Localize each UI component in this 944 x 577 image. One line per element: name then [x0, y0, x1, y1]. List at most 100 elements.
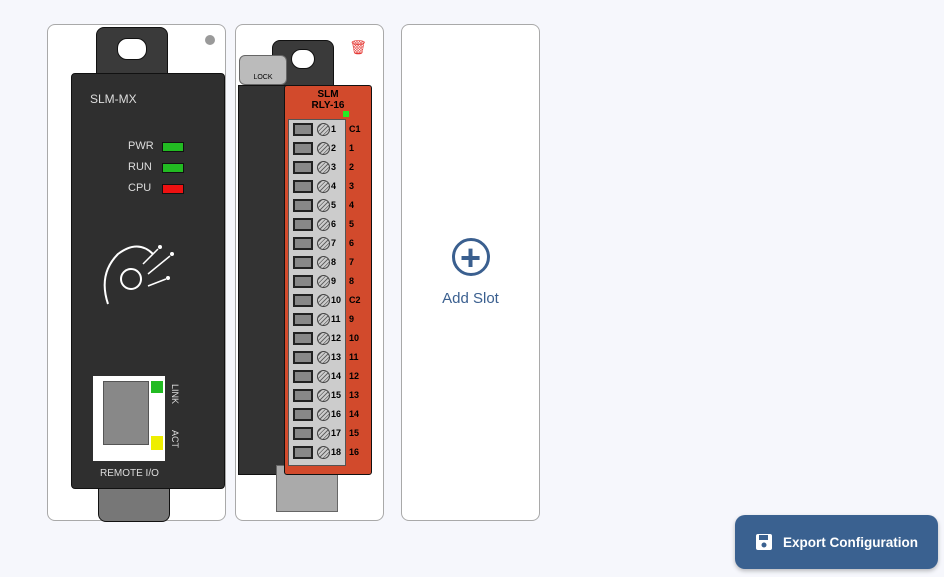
export-label: Export Configuration	[783, 534, 918, 550]
channel-label: 14	[349, 409, 360, 419]
screw-icon[interactable]	[317, 218, 330, 231]
terminal-number: 15	[331, 390, 342, 400]
terminal-number: 1	[331, 124, 337, 134]
channel-label: 16	[349, 447, 360, 457]
wire-slot	[293, 446, 313, 459]
terminal-number: 11	[331, 314, 341, 324]
module-name: SLM-MX	[90, 92, 137, 106]
terminal-number: 17	[331, 428, 342, 438]
terminal-row: 11	[289, 310, 345, 329]
channel-label: 13	[349, 390, 360, 400]
led-run	[162, 163, 184, 173]
screw-icon[interactable]	[317, 256, 330, 269]
screw-icon[interactable]	[317, 275, 330, 288]
led-label-pwr: PWR	[128, 140, 154, 152]
wire-slot	[293, 389, 313, 402]
led-act	[151, 436, 163, 450]
terminal-number: 12	[331, 333, 342, 343]
lock-latch[interactable]: LOCK	[239, 55, 287, 85]
terminal-row: 16	[289, 405, 345, 424]
channel-label: 2	[349, 162, 355, 172]
wire-slot	[293, 180, 313, 193]
screw-icon[interactable]	[317, 446, 330, 459]
status-led	[343, 111, 349, 117]
led-label-run: RUN	[128, 161, 152, 173]
terminal-row: 7	[289, 234, 345, 253]
led-link	[151, 381, 163, 393]
wire-slot	[293, 161, 313, 174]
terminal-row: 5	[289, 196, 345, 215]
led-pwr	[162, 142, 184, 152]
terminal-row: 9	[289, 272, 345, 291]
screw-icon[interactable]	[317, 370, 330, 383]
terminal-row: 2	[289, 139, 345, 158]
screw-icon[interactable]	[317, 313, 330, 326]
terminal-row: 15	[289, 386, 345, 405]
status-dot	[205, 35, 215, 45]
wire-slot	[293, 408, 313, 421]
led-cpu	[162, 184, 184, 194]
wire-slot	[293, 351, 313, 364]
terminal-row: 14	[289, 367, 345, 386]
plus-circle-icon: +	[451, 238, 490, 276]
wire-slot	[293, 294, 313, 307]
controller-module: SLM-MX PWR RUN CPU LINK ACT REMOTE I/O	[71, 73, 225, 489]
channel-label: 4	[349, 200, 355, 210]
terminal-number: 18	[331, 447, 342, 457]
screw-icon[interactable]	[317, 294, 330, 307]
add-slot-label: Add Slot	[442, 290, 499, 307]
channel-label: 10	[349, 333, 360, 343]
screw-icon[interactable]	[317, 389, 330, 402]
terminal-number: 9	[331, 276, 337, 286]
terminal-number: 5	[331, 200, 337, 210]
terminal-number: 16	[331, 409, 342, 419]
channel-label: 11	[349, 352, 359, 362]
screw-icon[interactable]	[317, 408, 330, 421]
port-label: REMOTE I/O	[100, 468, 159, 479]
channel-label: 3	[349, 181, 355, 191]
screw-icon[interactable]	[317, 123, 330, 136]
screw-icon[interactable]	[317, 427, 330, 440]
ethernet-port	[93, 376, 165, 461]
terminal-number: 6	[331, 219, 337, 229]
channel-label: 7	[349, 257, 355, 267]
wire-slot	[293, 370, 313, 383]
screw-icon[interactable]	[317, 142, 330, 155]
wire-slot	[293, 123, 313, 136]
slot-card-slm-mx[interactable]: SLM-MX PWR RUN CPU LINK ACT REMOTE I/O	[47, 24, 226, 522]
module-brand: SLM	[317, 89, 339, 100]
terminal-row: 17	[289, 424, 345, 443]
terminal-row: 3	[289, 158, 345, 177]
screw-icon[interactable]	[317, 332, 330, 345]
terminal-number: 10	[331, 295, 342, 305]
wire-slot	[293, 427, 313, 440]
terminal-row: 4	[289, 177, 345, 196]
ai-head-icon	[103, 245, 174, 305]
module-side	[238, 85, 290, 475]
wire-slot	[293, 237, 313, 250]
wire-slot	[293, 218, 313, 231]
terminal-number: 14	[331, 371, 342, 381]
terminal-row: 18	[289, 443, 345, 462]
terminal-row: 10	[289, 291, 345, 310]
screw-icon[interactable]	[317, 180, 330, 193]
screw-icon[interactable]	[317, 199, 330, 212]
channel-label: 15	[349, 428, 360, 438]
terminal-row: 13	[289, 348, 345, 367]
act-label: ACT	[170, 430, 180, 448]
terminal-row: 1	[289, 120, 345, 139]
wire-slot	[293, 332, 313, 345]
terminal-number: 3	[331, 162, 337, 172]
delete-icon[interactable]: 🗑	[349, 39, 367, 55]
screw-icon[interactable]	[317, 237, 330, 250]
export-configuration-button[interactable]: Export Configuration	[735, 515, 938, 569]
wire-slot	[293, 199, 313, 212]
wire-slot	[293, 275, 313, 288]
screw-icon[interactable]	[317, 161, 330, 174]
channel-label: 12	[349, 371, 360, 381]
terminal-number: 8	[331, 257, 337, 267]
screw-icon[interactable]	[317, 351, 330, 364]
add-slot-button[interactable]: + Add Slot	[401, 24, 540, 521]
